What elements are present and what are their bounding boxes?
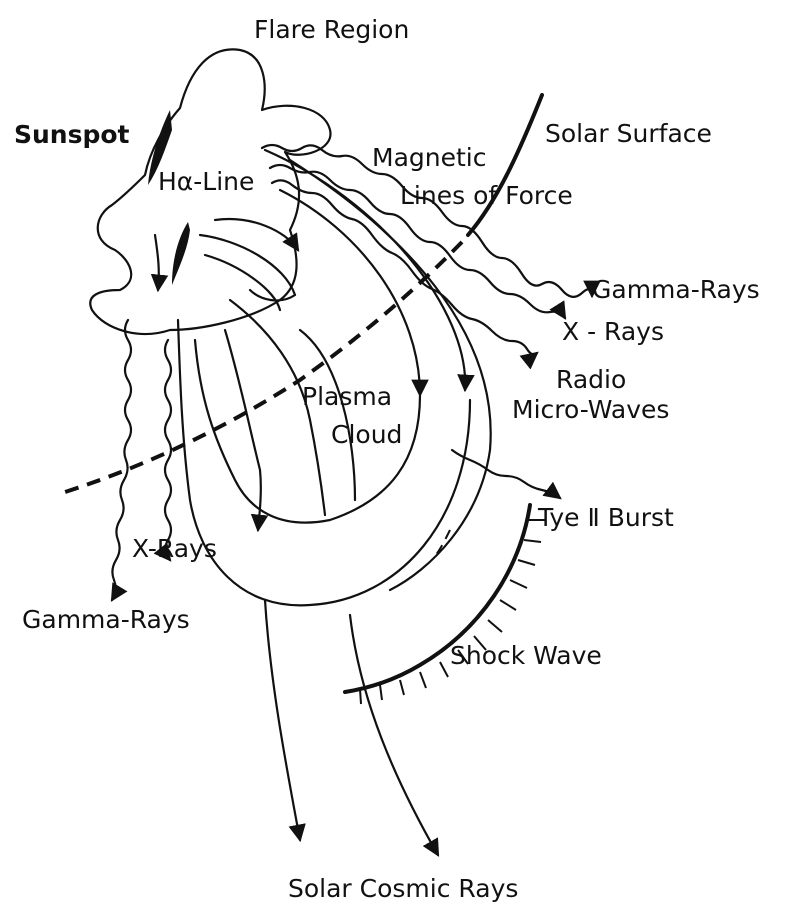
label-tye-burst: Tye Ⅱ Burst: [537, 503, 674, 532]
label-magnetic-2: Lines of Force: [400, 181, 573, 210]
label-cloud: Cloud: [331, 420, 402, 449]
label-h-alpha-line: Hα-Line: [158, 167, 254, 196]
label-solar-surface: Solar Surface: [545, 119, 712, 148]
label-gamma-rays-right: Gamma-Rays: [592, 275, 760, 304]
inner-loop-1: [200, 235, 295, 300]
solar-surface-line-dashed: [62, 242, 462, 493]
label-shock-wave: Shock Wave: [450, 641, 602, 670]
label-radio: Radio: [556, 365, 626, 394]
label-magnetic-1: Magnetic: [372, 143, 486, 172]
magnetic-line-6: [225, 330, 261, 530]
sunspot-lower: [172, 222, 190, 285]
left-down-arrow-1: [155, 235, 159, 290]
x-rays-left-wave: [165, 340, 171, 560]
cosmic-ray-line-1: [265, 600, 300, 840]
label-plasma: Plasma: [302, 382, 392, 411]
magnetic-line-5: [178, 320, 470, 605]
magnetic-line-3: [290, 160, 491, 590]
tye-burst-wave: [452, 450, 560, 498]
cosmic-ray-line-2: [350, 615, 438, 855]
label-flare-region: Flare Region: [254, 15, 409, 44]
label-micro-waves: Micro-Waves: [512, 395, 669, 424]
label-x-rays-left: X-Rays: [132, 534, 217, 563]
label-solar-cosmic-rays: Solar Cosmic Rays: [288, 874, 518, 903]
gamma-rays-left-wave: [112, 320, 131, 600]
magnetic-line-2: [280, 190, 420, 395]
label-x-rays-right: X - Rays: [562, 317, 664, 346]
label-gamma-rays-left: Gamma-Rays: [22, 605, 190, 634]
label-sunspot: Sunspot: [14, 120, 130, 149]
h-alpha-loop: [215, 219, 298, 250]
